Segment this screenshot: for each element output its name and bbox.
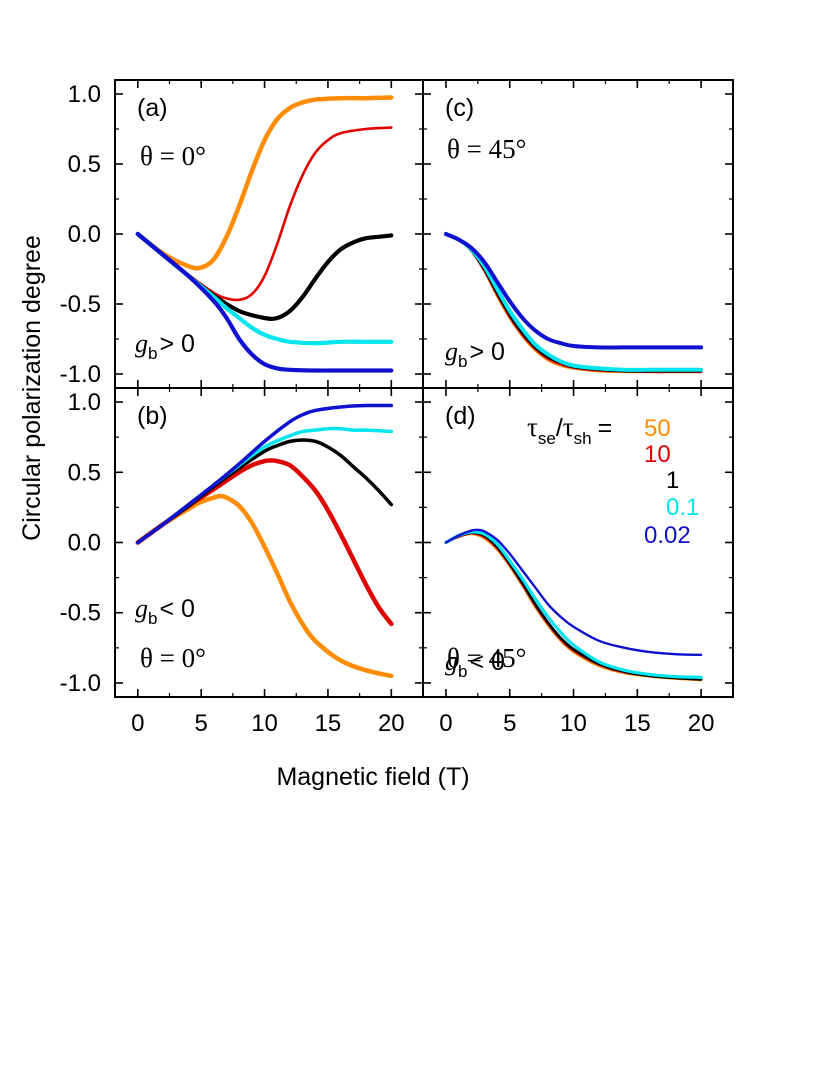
- series-line-1: [136, 438, 394, 545]
- legend-entry: 0.1: [666, 494, 699, 521]
- legend-sub-se: se: [538, 429, 556, 448]
- g-condition: < 0: [469, 648, 504, 676]
- y-tick-label: -1.0: [60, 670, 101, 697]
- y-tick-label: 1.0: [68, 389, 101, 416]
- g-factor-label: gb< 0: [135, 594, 195, 628]
- g-subscript: b: [148, 609, 157, 628]
- g-symbol: g: [135, 594, 148, 623]
- panels-layer: (a)(b)(c)(d)gb> 0θ = 0°gb< 0θ = 0°gb> 0θ…: [135, 94, 704, 682]
- theta-label: θ = 0°: [140, 141, 206, 171]
- series-line-50: [135, 493, 394, 679]
- g-subscript: b: [148, 344, 157, 363]
- series-line-0_1: [135, 231, 394, 346]
- panel-annotations: gb< 0θ = 45°: [445, 643, 526, 681]
- y-tick-label: 0.5: [68, 151, 101, 178]
- y-tick-label: -1.0: [60, 361, 101, 388]
- legend-eq: =: [598, 414, 613, 442]
- y-tick-label: 0.0: [68, 530, 101, 557]
- panel-annotations: gb< 0 θ = 0°: [135, 594, 206, 673]
- y-tick-label: 1.0: [68, 81, 101, 108]
- legend-entry: 0.02: [644, 522, 691, 549]
- panel-a: (a): [135, 94, 394, 373]
- x-tick-label: 0: [131, 710, 144, 737]
- series-line-10: [135, 458, 394, 627]
- series-line-0_02: [136, 403, 394, 545]
- series-line-50: [135, 95, 394, 271]
- x-tick-label: 5: [195, 710, 208, 737]
- x-tick-label: 15: [315, 710, 342, 737]
- g-symbol: g: [445, 647, 458, 676]
- y-tick-label: -0.5: [60, 291, 101, 318]
- panel-annotations: gb> 0 θ = 0°: [135, 141, 206, 363]
- theta-label: θ = 45°: [447, 643, 526, 673]
- legend-entry: 50: [644, 415, 671, 442]
- legend-tau: τ: [563, 412, 574, 442]
- legend-slash: /: [556, 414, 563, 442]
- legend-sub-sh: sh: [574, 429, 592, 448]
- x-tick-label: 15: [624, 710, 651, 737]
- x-tick-label: 10: [560, 710, 587, 737]
- legend-entry: 10: [644, 441, 671, 468]
- g-condition: < 0: [159, 595, 194, 623]
- series-line-0_02: [443, 232, 704, 350]
- panel-label: (d): [445, 402, 476, 430]
- g-factor-label: gb> 0: [445, 337, 505, 371]
- theta-label: θ = 45°: [447, 134, 526, 164]
- series-line-0_02: [135, 231, 394, 373]
- panel-b: (b): [135, 402, 394, 679]
- series-line-0_02: [444, 528, 703, 657]
- g-symbol: g: [445, 337, 458, 366]
- y-axis-title: Circular polarization degree: [18, 235, 46, 541]
- series-line-0_1: [444, 530, 703, 679]
- g-symbol: g: [135, 329, 148, 358]
- panel-label: (c): [445, 94, 474, 122]
- x-tick-label: 20: [378, 710, 405, 737]
- panel-label: (a): [137, 94, 168, 122]
- panel-label: (b): [137, 402, 168, 430]
- legend-tau: τ: [527, 412, 538, 442]
- y-tick-label: -0.5: [60, 600, 101, 627]
- g-condition: > 0: [159, 330, 194, 358]
- panel-frame: [422, 387, 734, 698]
- g-subscript: b: [458, 662, 467, 681]
- x-tick-label: 0: [439, 710, 452, 737]
- g-factor-label: gb> 0: [135, 329, 195, 363]
- x-tick-label: 10: [251, 710, 278, 737]
- x-tick-label: 20: [688, 710, 715, 737]
- y-tick-label: 0.5: [68, 459, 101, 486]
- panel-d: (d): [444, 402, 703, 682]
- y-tick-label: 0.0: [68, 221, 101, 248]
- x-tick-label: 5: [503, 710, 516, 737]
- panel-annotations: gb> 0 θ = 45°: [445, 134, 526, 371]
- legend-title: τse/τsh=: [527, 412, 612, 448]
- g-condition: > 0: [469, 338, 504, 366]
- x-axis-title: Magnetic field (T): [276, 763, 469, 791]
- legend-entry: 1: [666, 467, 679, 494]
- theta-label: θ = 0°: [140, 643, 206, 673]
- frames-layer: [114, 79, 734, 698]
- panel-c: (c): [443, 94, 704, 374]
- series-line-0_1: [136, 426, 394, 545]
- g-subscript: b: [458, 352, 467, 371]
- g-factor-label: gb< 0: [445, 647, 505, 681]
